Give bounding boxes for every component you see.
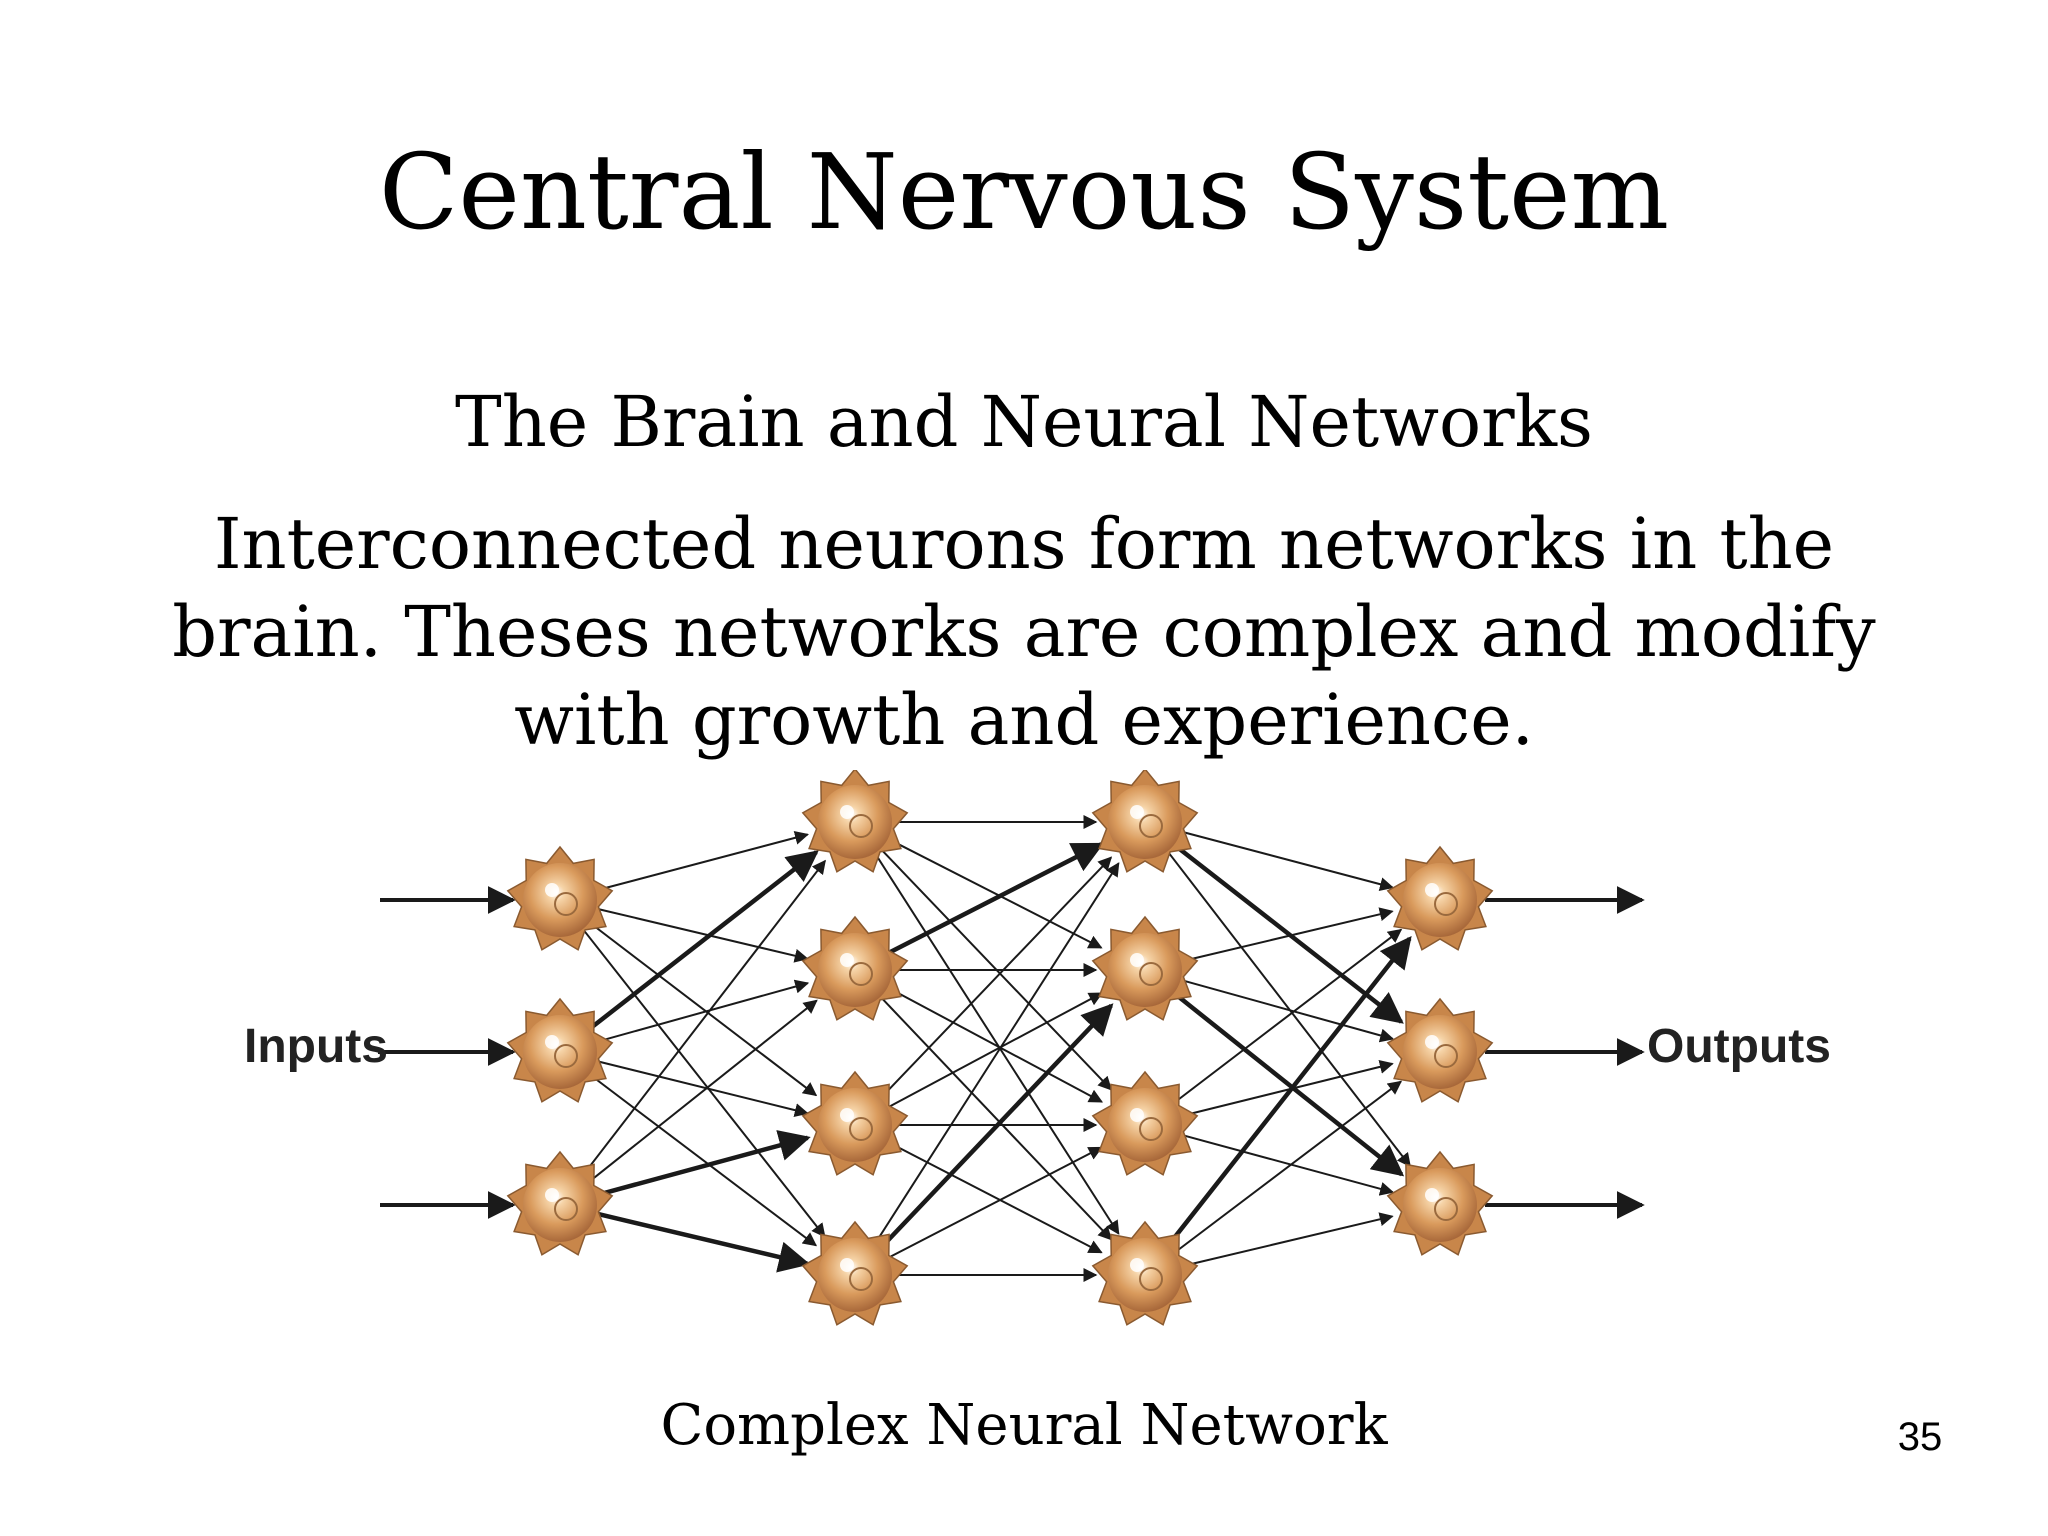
connection-line <box>590 850 819 1030</box>
slide-body-text: Interconnected neurons form networks in … <box>172 503 1876 761</box>
connection-line <box>889 842 1105 954</box>
connection-line <box>598 830 809 891</box>
outputs-label: Outputs <box>1647 1020 1831 1073</box>
inputs-label: Inputs <box>244 1020 388 1073</box>
connection-line <box>598 979 810 1043</box>
connection-line <box>1175 844 1404 1024</box>
neuron-icon <box>1386 1150 1494 1256</box>
connection-line <box>583 859 826 1174</box>
connection-line <box>1183 907 1394 962</box>
connections-group <box>583 815 1412 1282</box>
slide-title: Central Nervous System <box>378 131 1670 253</box>
connection-line <box>1167 936 1412 1245</box>
neuron-icon <box>506 997 614 1103</box>
neural-network-diagram: Inputs Outputs <box>244 770 1831 1326</box>
connection-line <box>1176 1080 1403 1252</box>
neuron-icon <box>1386 997 1494 1103</box>
io-arrows-group <box>378 886 1645 1219</box>
diagram-caption: Complex Neural Network <box>660 1393 1388 1458</box>
connection-line <box>889 987 1104 1103</box>
connection-line <box>889 992 1104 1108</box>
connection-line <box>880 1003 1114 1248</box>
connection-line <box>881 998 1113 1241</box>
neuron-icon <box>506 1150 614 1256</box>
connection-line <box>890 1146 1103 1258</box>
connection-line <box>890 839 1103 949</box>
connection-line <box>875 862 1120 1242</box>
connection-line <box>598 1212 811 1273</box>
connection-line <box>590 999 818 1181</box>
neuron-icon <box>801 915 909 1021</box>
connection-line <box>598 1060 809 1117</box>
neuron-icon <box>1091 915 1199 1021</box>
slide-subtitle: The Brain and Neural Networks <box>455 381 1593 463</box>
connection-line <box>1176 928 1403 1102</box>
connection-line <box>875 855 1120 1235</box>
page-number: 35 <box>1897 1415 1943 1459</box>
connection-line <box>1183 1134 1395 1196</box>
connection-line <box>591 1075 818 1247</box>
neurons-group <box>506 770 1494 1326</box>
neuron-icon <box>801 1220 909 1326</box>
connection-line <box>881 856 1113 1097</box>
connection-line <box>1183 1212 1394 1267</box>
neuron-icon <box>1091 770 1199 873</box>
neuron-icon <box>1091 1070 1199 1176</box>
connection-line <box>890 1142 1103 1254</box>
connection-line <box>1183 979 1395 1043</box>
neuron-icon <box>801 1070 909 1176</box>
neuron-icon <box>801 770 909 873</box>
neuron-icon <box>506 845 614 951</box>
connection-line <box>1174 993 1405 1177</box>
connection-line <box>591 923 818 1097</box>
connection-line <box>598 1130 811 1197</box>
neuron-icon <box>1386 845 1494 951</box>
connection-line <box>583 930 826 1238</box>
connection-line <box>598 908 809 963</box>
connection-line <box>1183 831 1394 892</box>
neuron-icon <box>1091 1220 1199 1326</box>
